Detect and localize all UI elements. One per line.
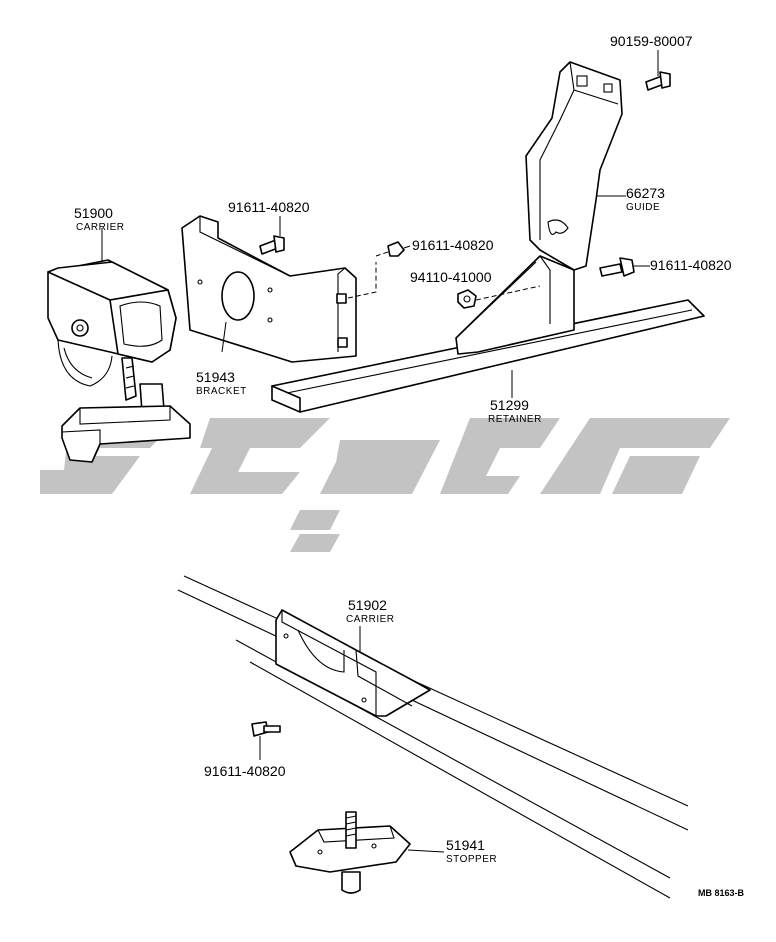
label-94110-41000: 94110-41000 <box>410 269 492 285</box>
part-number: 51299 <box>490 397 529 413</box>
bracket-51943-drawing <box>181 215 357 363</box>
label-91611-40820-d: 91611-40820 <box>204 763 286 779</box>
label-91611-40820-a: 91611-40820 <box>228 199 310 215</box>
part-name: GUIDE <box>626 202 660 213</box>
leader-lines <box>101 50 659 853</box>
part-number: 51902 <box>348 597 387 613</box>
nut-94110-drawing <box>457 285 541 309</box>
label-51941: 51941 STOPPER <box>446 837 497 865</box>
label-51902: 51902 CARRIER <box>346 597 395 625</box>
part-number: 66273 <box>626 185 665 201</box>
label-91611-40820-c: 91611-40820 <box>650 257 732 273</box>
retainer-51299-drawing <box>271 255 705 413</box>
carrier-51900-drawing <box>47 259 191 463</box>
label-51943: 51943 BRACKET <box>196 369 247 397</box>
label-51299: 51299 RETAINER <box>488 397 542 425</box>
part-name: CARRIER <box>76 222 125 233</box>
label-91611-40820-b: 91611-40820 <box>412 237 494 253</box>
part-number: 51941 <box>446 837 485 853</box>
label-90159-80007: 90159-80007 <box>610 33 693 49</box>
carrier-51902-drawing <box>275 609 431 717</box>
part-number: 51943 <box>196 369 235 385</box>
bolt-91611-d-drawing <box>251 721 281 737</box>
label-51900: 51900 CARRIER <box>74 205 125 233</box>
bolt-91611-b-drawing <box>375 241 405 257</box>
part-name: RETAINER <box>488 414 542 425</box>
bolt-90159-drawing <box>645 71 671 91</box>
drawing-code: MB 8163-B <box>698 888 745 898</box>
label-66273: 66273 GUIDE <box>626 185 665 213</box>
bolt-91611-a-drawing <box>259 235 285 255</box>
part-number: 51900 <box>74 205 113 221</box>
part-name: CARRIER <box>346 614 395 625</box>
bolt-91611-c-drawing <box>599 257 635 277</box>
part-name: STOPPER <box>446 854 497 865</box>
bracket-bolt-dash <box>347 262 377 299</box>
guide-66273-drawing <box>525 61 623 271</box>
part-name: BRACKET <box>196 386 247 397</box>
stopper-51941-drawing <box>289 811 411 894</box>
frame-rails <box>177 575 689 899</box>
